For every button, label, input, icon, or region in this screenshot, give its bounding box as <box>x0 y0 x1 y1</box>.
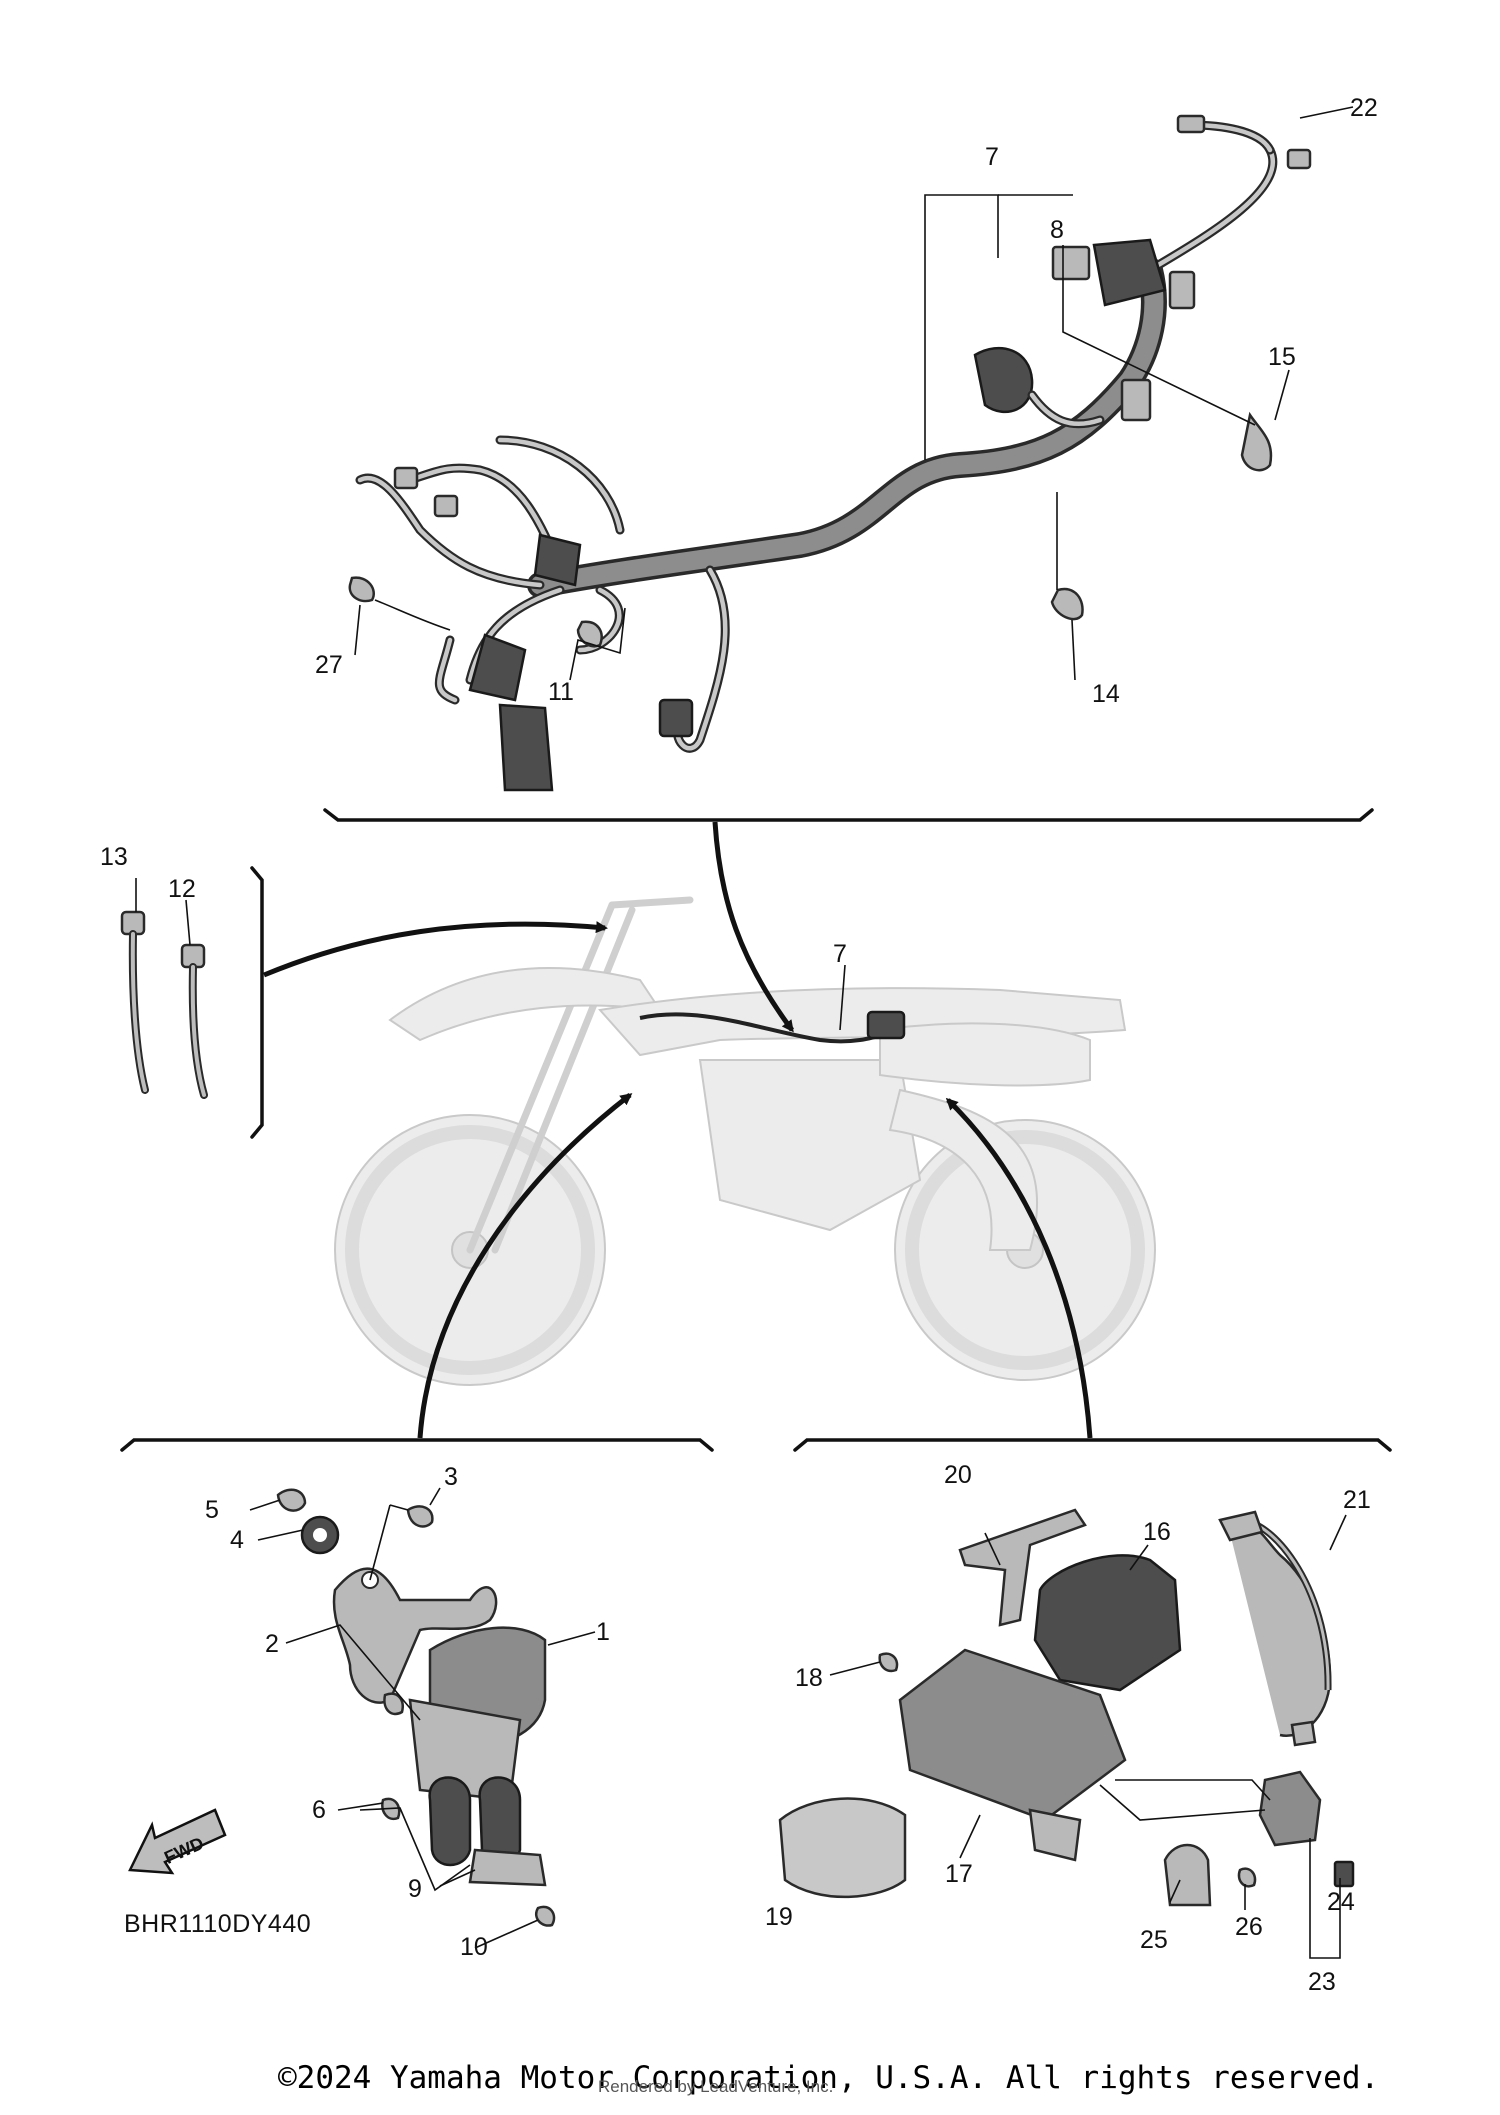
callout-5: 5 <box>205 1496 219 1524</box>
diagram-code: BHR1110DY440 <box>124 1910 312 1938</box>
arrow-ties-to-bike <box>263 921 608 978</box>
fwd-arrow-icon: FWD <box>128 1808 227 1875</box>
callout-22: 22 <box>1350 94 1378 122</box>
left-panel-bracket <box>250 866 264 1139</box>
cable-ties <box>120 910 208 1099</box>
copyright-notice: ©2024 Yamaha Motor Corporation, U.S.A. A… <box>278 2060 1380 2096</box>
callout-1: 1 <box>596 1618 610 1646</box>
callout-2: 2 <box>265 1630 279 1658</box>
callout-18: 18 <box>795 1664 823 1692</box>
top-panel-line <box>323 808 1374 822</box>
callout-23: 23 <box>1308 1968 1336 1996</box>
ecu-components <box>778 1508 1355 1907</box>
callout-10: 10 <box>460 1933 488 1961</box>
callout-27: 27 <box>315 651 343 679</box>
callout-8: 8 <box>1050 216 1064 244</box>
motorcycle-illustration <box>334 896 1156 1386</box>
callout-26: 26 <box>1235 1913 1263 1941</box>
callout-13: 13 <box>100 843 128 871</box>
callout-12: 12 <box>168 875 196 903</box>
callout-7-top: 7 <box>985 143 999 171</box>
callout-20: 20 <box>944 1461 972 1489</box>
bottom-left-panel-line <box>120 1438 714 1452</box>
callout-21: 21 <box>1343 1486 1371 1514</box>
callout-14: 14 <box>1092 680 1120 708</box>
callouts: 1 2 3 4 5 6 7 7 8 9 10 11 12 13 14 15 16… <box>100 94 1378 1996</box>
callout-15: 15 <box>1268 343 1296 371</box>
callout-16: 16 <box>1143 1518 1171 1546</box>
callout-6: 6 <box>312 1796 326 1824</box>
arrow-left-to-bike <box>417 1093 633 1439</box>
arrow-right-to-bike <box>945 1097 1093 1439</box>
wire-harness-assembly <box>348 114 1312 792</box>
arrow-top-to-bike <box>712 821 795 1033</box>
callout-4: 4 <box>230 1526 244 1554</box>
rendered-by-credit: Rendered by LeadVenture, Inc. <box>598 2077 834 2096</box>
callout-3: 3 <box>444 1463 458 1491</box>
callout-17: 17 <box>945 1860 973 1888</box>
callout-19: 19 <box>765 1903 793 1931</box>
callout-9: 9 <box>408 1875 422 1903</box>
callout-11: 11 <box>548 678 574 706</box>
leader-lines <box>135 106 1354 1959</box>
callout-24: 24 <box>1327 1888 1355 1916</box>
callout-25: 25 <box>1140 1926 1168 1954</box>
bottom-right-panel-line <box>793 1438 1392 1452</box>
ignition-components <box>276 1488 556 1927</box>
callout-7-mid: 7 <box>833 940 847 968</box>
